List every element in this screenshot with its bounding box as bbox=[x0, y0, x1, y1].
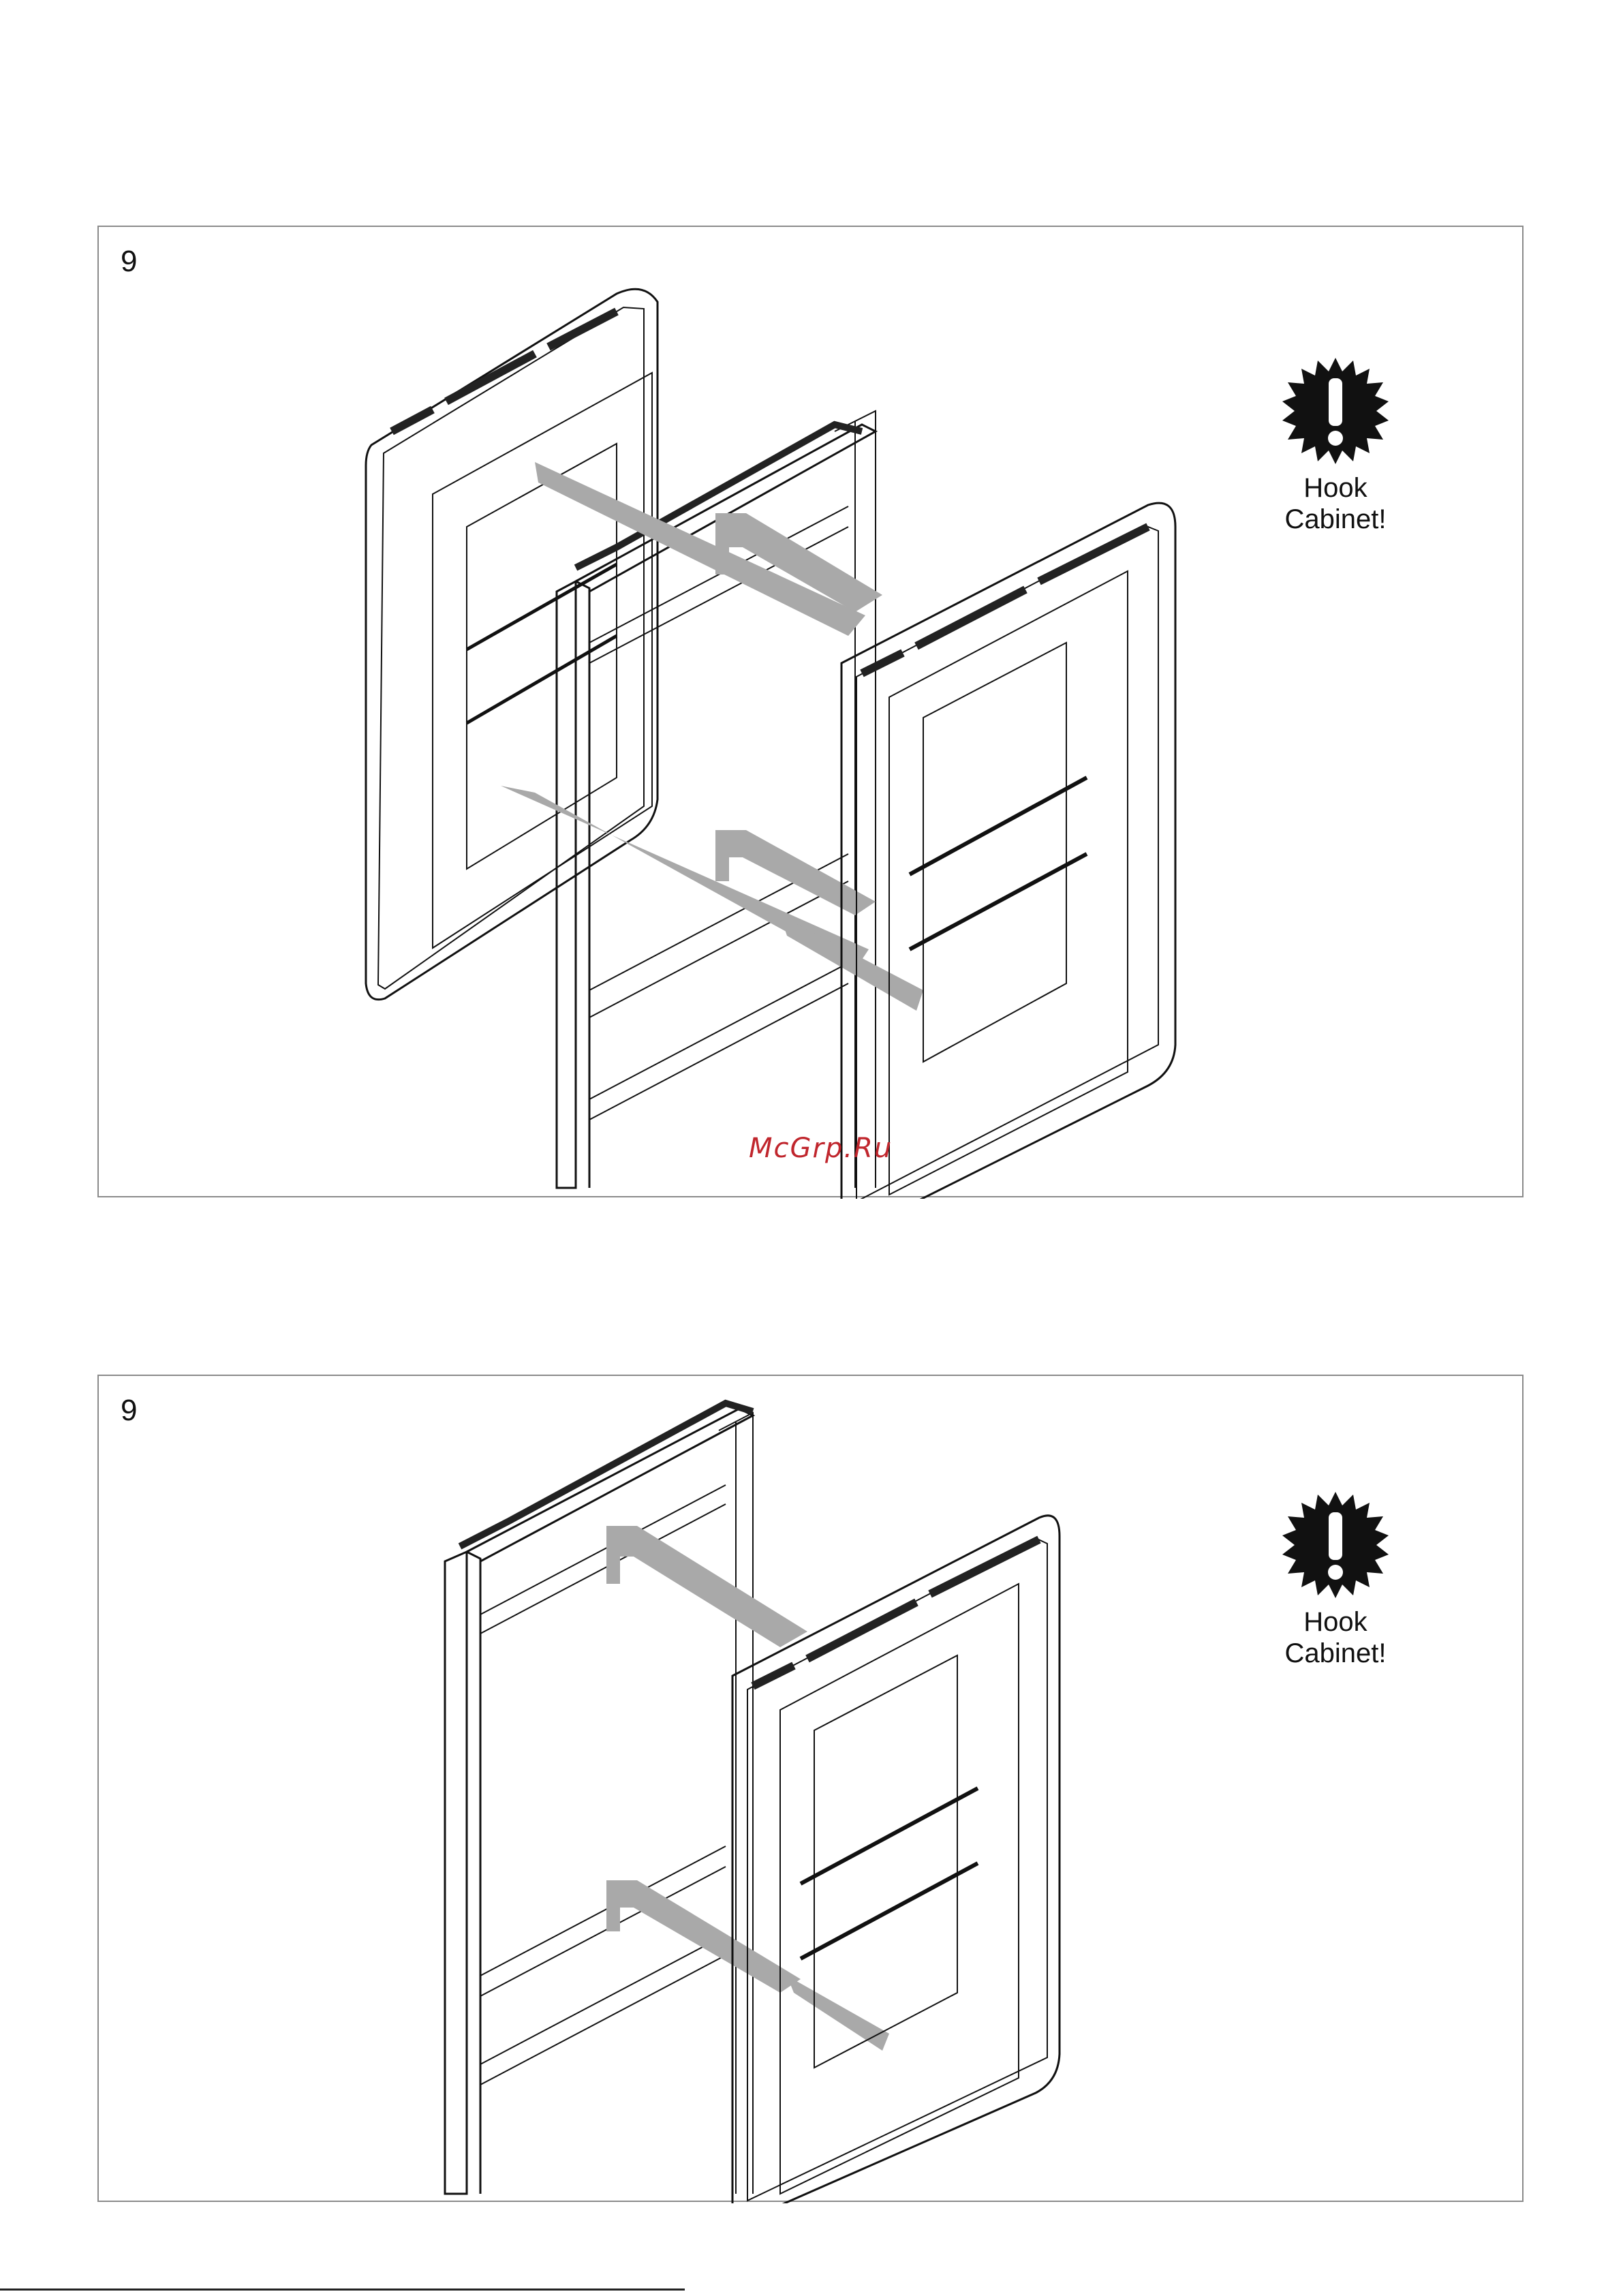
warning-line-1: Hook bbox=[1271, 1606, 1400, 1638]
exclamation-burst-icon bbox=[1281, 1490, 1390, 1599]
hook-direction-arrows bbox=[501, 462, 923, 1011]
step-panel-1: 9 bbox=[97, 226, 1524, 1197]
hook-cabinet-warning: Hook Cabinet! bbox=[1271, 1490, 1400, 1669]
warning-line-2: Cabinet! bbox=[1271, 504, 1400, 535]
watermark: McGrp.Ru bbox=[749, 1133, 893, 1164]
footer-rule bbox=[0, 2289, 685, 2291]
exclamation-burst-icon bbox=[1281, 356, 1390, 465]
mounting-frame bbox=[445, 1403, 753, 2194]
step-panel-2: 9 bbox=[97, 1375, 1524, 2202]
hook-cabinet-warning: Hook Cabinet! bbox=[1271, 356, 1400, 535]
rear-display-unit bbox=[366, 289, 658, 999]
warning-line-1: Hook bbox=[1271, 472, 1400, 504]
warning-line-2: Cabinet! bbox=[1271, 1638, 1400, 1669]
front-display-unit bbox=[841, 503, 1175, 1199]
